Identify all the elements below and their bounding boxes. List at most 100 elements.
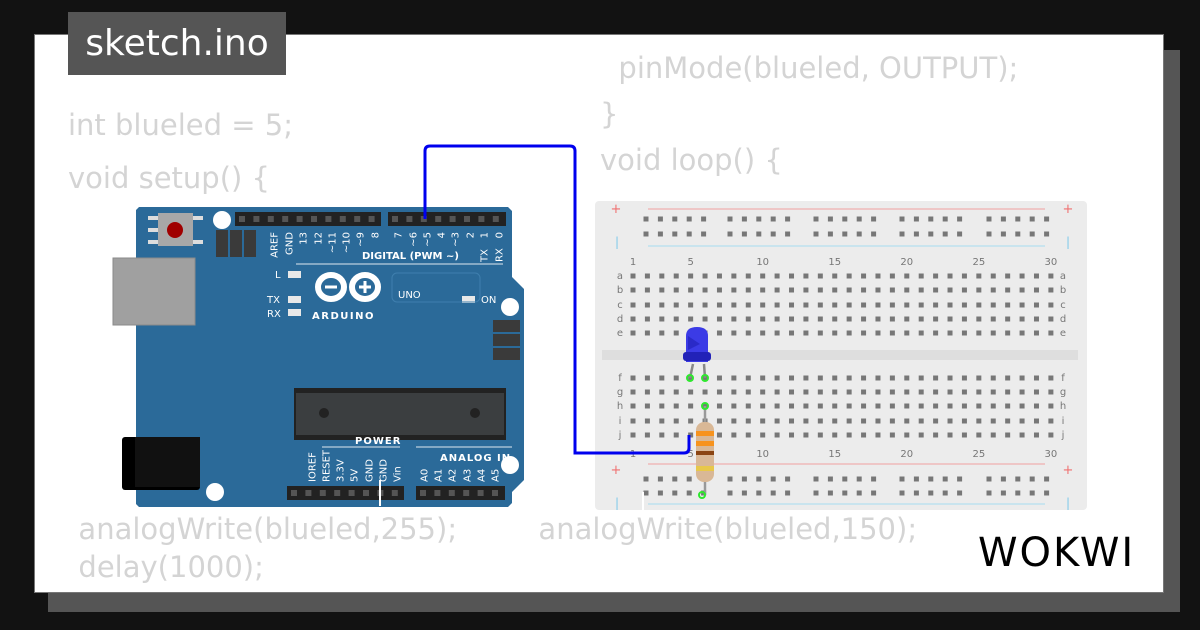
breadboard-hole[interactable] <box>702 375 708 381</box>
rail-hole[interactable] <box>871 216 877 222</box>
breadboard-hole[interactable] <box>904 330 910 336</box>
breadboard-hole[interactable] <box>789 403 795 409</box>
breadboard-hole[interactable] <box>673 316 679 322</box>
breadboard-hole[interactable] <box>688 403 694 409</box>
breadboard-hole[interactable] <box>789 389 795 395</box>
rail-hole[interactable] <box>827 476 833 482</box>
reset-button[interactable] <box>148 213 203 246</box>
breadboard-hole[interactable] <box>947 403 953 409</box>
breadboard-hole[interactable] <box>745 403 751 409</box>
breadboard-hole[interactable] <box>760 316 766 322</box>
breadboard-hole[interactable] <box>716 273 722 279</box>
header-pin[interactable] <box>348 490 355 496</box>
rail-hole[interactable] <box>1000 476 1006 482</box>
breadboard-hole[interactable] <box>961 432 967 438</box>
breadboard-hole[interactable] <box>716 287 722 293</box>
rail-hole[interactable] <box>856 490 862 496</box>
rail-hole[interactable] <box>986 490 992 496</box>
rail-hole[interactable] <box>913 476 919 482</box>
rail-hole[interactable] <box>672 476 678 482</box>
breadboard-hole[interactable] <box>832 403 838 409</box>
breadboard-hole[interactable] <box>817 389 823 395</box>
breadboard-hole[interactable] <box>803 418 809 424</box>
breadboard-hole[interactable] <box>904 403 910 409</box>
rail-hole[interactable] <box>756 216 762 222</box>
breadboard-hole[interactable] <box>976 403 982 409</box>
breadboard-hole[interactable] <box>760 389 766 395</box>
breadboard-hole[interactable] <box>673 330 679 336</box>
breadboard-hole[interactable] <box>990 302 996 308</box>
rail-hole[interactable] <box>1044 490 1050 496</box>
breadboard-hole[interactable] <box>630 330 636 336</box>
breadboard-hole[interactable] <box>789 375 795 381</box>
breadboard-hole[interactable] <box>990 432 996 438</box>
breadboard-hole[interactable] <box>1033 287 1039 293</box>
breadboard-hole[interactable] <box>875 302 881 308</box>
breadboard-hole[interactable] <box>659 432 665 438</box>
rail-hole[interactable] <box>957 490 963 496</box>
breadboard-hole[interactable] <box>889 316 895 322</box>
rail-hole[interactable] <box>942 476 948 482</box>
breadboard-hole[interactable] <box>1005 316 1011 322</box>
rail-hole[interactable] <box>1000 231 1006 237</box>
breadboard-hole[interactable] <box>904 375 910 381</box>
breadboard-hole[interactable] <box>774 389 780 395</box>
rail-hole[interactable] <box>1029 490 1035 496</box>
breadboard-hole[interactable] <box>832 330 838 336</box>
breadboard-hole[interactable] <box>961 316 967 322</box>
rail-hole[interactable] <box>1029 476 1035 482</box>
breadboard-hole[interactable] <box>760 432 766 438</box>
breadboard-hole[interactable] <box>861 273 867 279</box>
breadboard-hole[interactable] <box>688 287 694 293</box>
breadboard-hole[interactable] <box>803 403 809 409</box>
breadboard-hole[interactable] <box>817 330 823 336</box>
breadboard-hole[interactable] <box>861 302 867 308</box>
breadboard-hole[interactable] <box>889 287 895 293</box>
rail-hole[interactable] <box>856 476 862 482</box>
breadboard-hole[interactable] <box>789 302 795 308</box>
breadboard-hole[interactable] <box>861 403 867 409</box>
breadboard-hole[interactable] <box>1048 273 1054 279</box>
breadboard-hole[interactable] <box>976 287 982 293</box>
breadboard-hole[interactable] <box>889 389 895 395</box>
rail-hole[interactable] <box>813 490 819 496</box>
breadboard-hole[interactable] <box>832 418 838 424</box>
breadboard-hole[interactable] <box>1019 302 1025 308</box>
breadboard-hole[interactable] <box>1033 375 1039 381</box>
breadboard-hole[interactable] <box>976 375 982 381</box>
breadboard-hole[interactable] <box>817 316 823 322</box>
breadboard-hole[interactable] <box>803 302 809 308</box>
breadboard-hole[interactable] <box>731 302 737 308</box>
breadboard-hole[interactable] <box>947 432 953 438</box>
rail-hole[interactable] <box>785 476 791 482</box>
header-pin[interactable] <box>463 490 470 496</box>
breadboard-hole[interactable] <box>774 316 780 322</box>
breadboard-hole[interactable] <box>976 302 982 308</box>
breadboard-hole[interactable] <box>745 330 751 336</box>
breadboard-hole[interactable] <box>745 375 751 381</box>
breadboard-hole[interactable] <box>745 389 751 395</box>
breadboard-hole[interactable] <box>688 302 694 308</box>
breadboard-hole[interactable] <box>933 273 939 279</box>
rail-hole[interactable] <box>913 231 919 237</box>
breadboard-hole[interactable] <box>716 418 722 424</box>
rail-hole[interactable] <box>657 476 663 482</box>
breadboard-hole[interactable] <box>731 316 737 322</box>
breadboard-hole[interactable] <box>803 287 809 293</box>
breadboard-hole[interactable] <box>760 403 766 409</box>
file-title-tab[interactable]: sketch.ino <box>68 12 286 75</box>
header-pin[interactable] <box>406 216 413 222</box>
breadboard-hole[interactable] <box>644 302 650 308</box>
rail-hole[interactable] <box>727 476 733 482</box>
header-pin[interactable] <box>339 216 346 222</box>
breadboard-hole[interactable] <box>702 316 708 322</box>
breadboard-hole[interactable] <box>832 316 838 322</box>
rail-hole[interactable] <box>643 231 649 237</box>
breadboard-hole[interactable] <box>918 403 924 409</box>
breadboard-hole[interactable] <box>1033 273 1039 279</box>
breadboard-hole[interactable] <box>861 316 867 322</box>
breadboard-hole[interactable] <box>861 432 867 438</box>
breadboard-hole[interactable] <box>904 389 910 395</box>
breadboard-hole[interactable] <box>947 330 953 336</box>
